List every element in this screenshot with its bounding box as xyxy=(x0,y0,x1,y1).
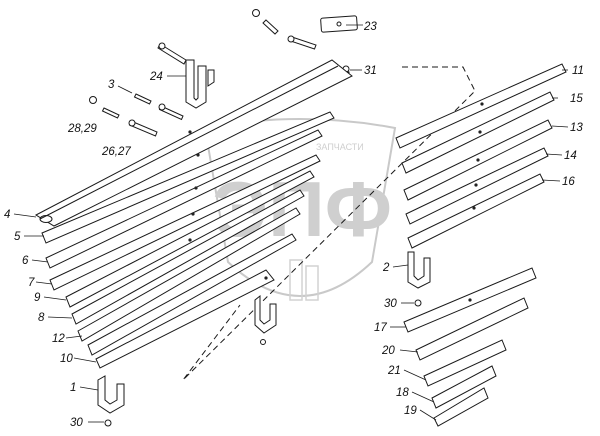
callout-9: 9 xyxy=(34,292,41,304)
callout-13: 13 xyxy=(570,122,583,134)
callout-30-right: 30 xyxy=(384,298,397,310)
center-bracket xyxy=(254,294,277,345)
hardware-left xyxy=(89,93,184,137)
callout-15: 15 xyxy=(570,93,583,105)
callout-14: 14 xyxy=(564,150,577,162)
callout-21: 21 xyxy=(387,365,401,377)
callout-8: 8 xyxy=(38,312,45,324)
callout-28-29: 28,29 xyxy=(67,123,97,135)
lower-right-leaves xyxy=(403,267,537,427)
leader-lines xyxy=(13,24,569,423)
callout-16: 16 xyxy=(562,176,575,188)
callout-4: 4 xyxy=(4,209,10,221)
callout-20: 20 xyxy=(381,345,395,357)
callout-26-27: 26,27 xyxy=(101,146,131,158)
callout-18: 18 xyxy=(396,387,409,399)
callout-7: 7 xyxy=(28,277,35,289)
callout-12: 12 xyxy=(52,333,65,345)
callout-labels: 23 24 31 3 28,29 26,27 4 5 6 7 9 8 12 10… xyxy=(4,21,584,429)
callout-23: 23 xyxy=(363,21,377,33)
callout-30-left: 30 xyxy=(70,417,83,429)
callout-3: 3 xyxy=(108,79,115,91)
bracket-1 xyxy=(97,375,125,427)
bracket-2 xyxy=(407,251,431,307)
u-bolt-24 xyxy=(157,42,215,109)
callout-5: 5 xyxy=(14,231,21,243)
callout-2: 2 xyxy=(382,262,390,274)
callout-31: 31 xyxy=(364,65,377,77)
main-leaf-pack xyxy=(34,59,353,369)
callout-1: 1 xyxy=(70,382,76,394)
hardware-top xyxy=(252,9,358,77)
callout-11: 11 xyxy=(572,65,584,77)
watermark-top-text: ЗАПЧАСТИ xyxy=(316,142,364,152)
assembly-boundary-dashed xyxy=(182,66,476,381)
callout-24: 24 xyxy=(149,71,163,83)
callout-10: 10 xyxy=(60,353,73,365)
callout-6: 6 xyxy=(22,255,29,267)
callout-19: 19 xyxy=(404,405,417,417)
callout-17: 17 xyxy=(374,322,387,334)
right-leaf-pack xyxy=(395,63,567,249)
